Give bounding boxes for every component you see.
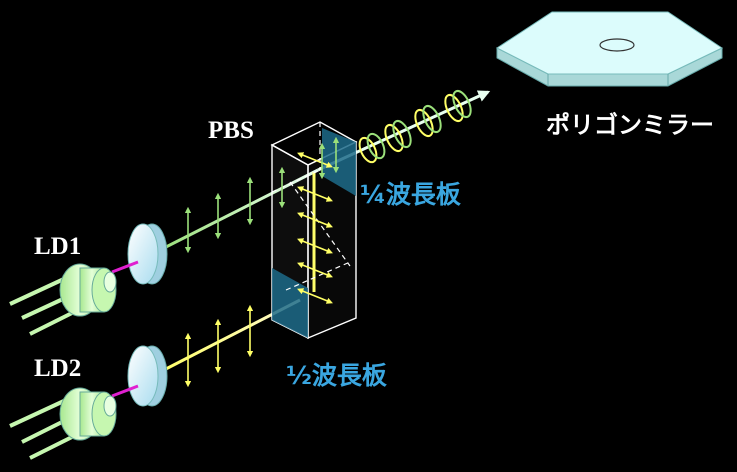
polarization-arrows [184, 136, 340, 388]
polygon-mirror-icon [496, 11, 724, 87]
wave-plate-icon [272, 268, 308, 338]
half-wave-plate-label: ½波長板 [286, 361, 387, 390]
ld1-label: LD1 [34, 233, 81, 260]
polygon-mirror-label: ポリゴンミラー [546, 111, 714, 139]
quarter-wave-plate-label: ¼波長板 [360, 180, 461, 209]
collimator-lens-icon [127, 345, 168, 407]
collimator-lens-icon [127, 223, 168, 285]
laser-diode-icon [9, 260, 139, 336]
laser-diode-icon [9, 384, 139, 460]
ld2-label: LD2 [34, 355, 81, 382]
polarizing-beam-splitter-icon [270, 121, 358, 340]
circular-polarization-icon [358, 89, 472, 164]
pbs-label: PBS [208, 117, 254, 144]
